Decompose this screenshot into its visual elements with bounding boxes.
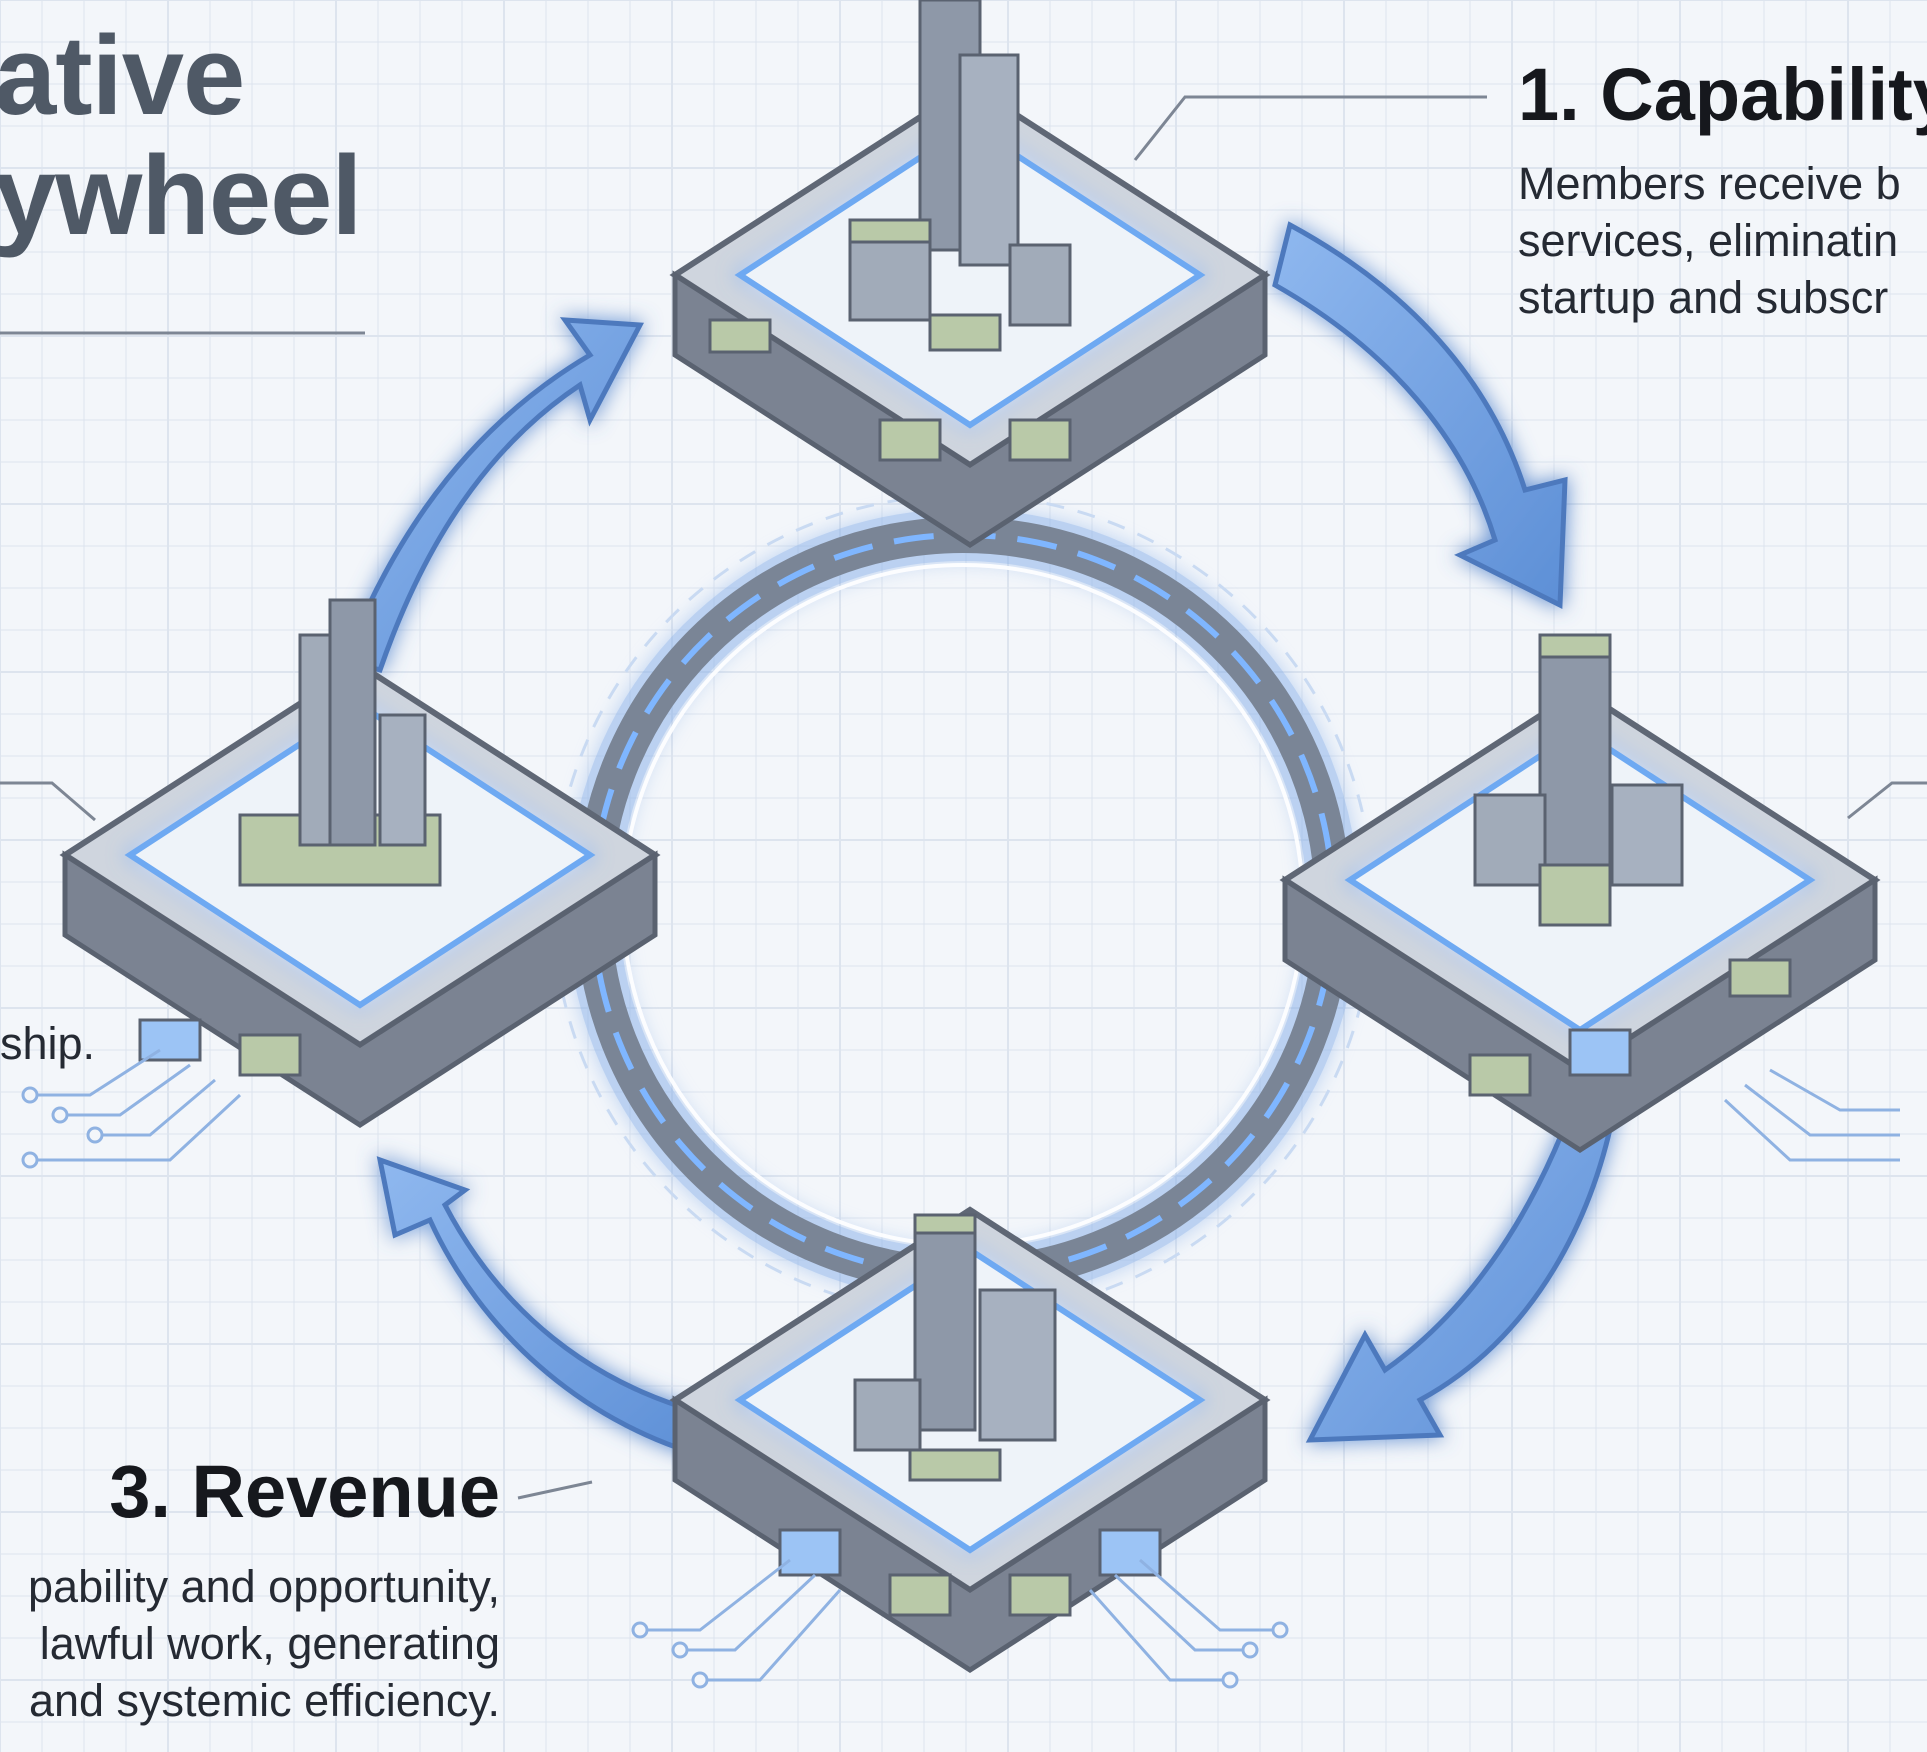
step-revenue-line-1: pability and opportunity, bbox=[28, 1561, 500, 1612]
step-capability-line-2: services, eliminatin bbox=[1518, 215, 1899, 266]
step-capability-line-1: Members receive b bbox=[1518, 158, 1901, 209]
platform-left bbox=[59, 598, 661, 1128]
step-revenue-heading: 3. Revenue bbox=[109, 1450, 500, 1533]
step-capability-heading: 1. Capability bbox=[1518, 53, 1927, 136]
arrow-top-left bbox=[341, 317, 645, 674]
center-ring bbox=[551, 493, 1375, 1317]
leader-lines bbox=[0, 95, 1927, 1500]
title-line-2: ywheel bbox=[0, 133, 363, 258]
leader-line-revenue bbox=[517, 1480, 593, 1500]
arrow-top-right bbox=[1272, 221, 1568, 609]
step-revenue-line-3: and systemic efficiency. bbox=[28, 1675, 500, 1726]
leader-line-capability bbox=[1133, 95, 1487, 161]
platform-top bbox=[669, 0, 1271, 548]
leader-line-left bbox=[0, 781, 96, 822]
step-capability-line-3: startup and subscr bbox=[1518, 272, 1889, 323]
circuit-nodes bbox=[21, 1086, 1289, 1689]
title-line-1: ative bbox=[0, 13, 245, 138]
circuit-traces bbox=[30, 1048, 1900, 1682]
platform-right bbox=[1279, 633, 1881, 1153]
platform-bottom bbox=[669, 1206, 1271, 1673]
step-revenue-line-2: lawful work, generating bbox=[39, 1618, 500, 1669]
arrow-bottom-left bbox=[376, 1156, 714, 1459]
left-step-fragment: ship. bbox=[0, 1018, 96, 1069]
leader-line-right bbox=[1847, 781, 1927, 820]
